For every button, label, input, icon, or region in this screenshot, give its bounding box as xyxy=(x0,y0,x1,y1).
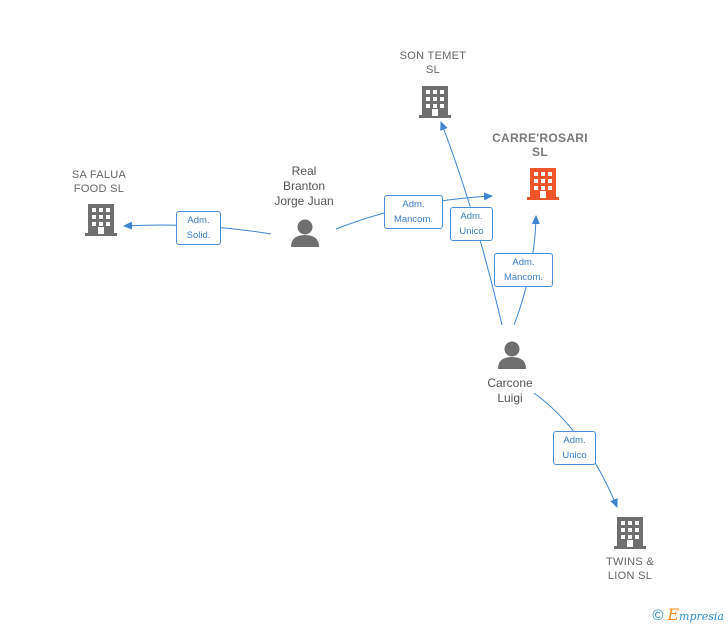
relation-label-adm-mancom-branton: Adm. Mancom. xyxy=(384,195,443,229)
brand-watermark: © Empresia xyxy=(652,605,724,624)
brand-logo-letter: E xyxy=(667,605,680,624)
person-icon-carcone[interactable] xyxy=(498,341,526,370)
person-label-real-branton[interactable]: Real Branton Jorge Juan xyxy=(274,164,334,208)
person-icon-real-branton[interactable] xyxy=(291,219,319,248)
building-icon-twins-lion[interactable] xyxy=(614,517,646,549)
relation-label-adm-unico-sontemet: Adm. Unico xyxy=(450,207,493,241)
relation-label-adm-unico-twins: Adm. Unico xyxy=(553,431,596,465)
building-icon-carre-rosari[interactable] xyxy=(527,168,559,200)
company-label-sa-falua[interactable]: SA FALUA FOOD SL xyxy=(71,169,127,195)
brand-logo-text: mpresia xyxy=(679,610,724,623)
company-label-twins-lion[interactable]: TWINS & LION SL xyxy=(606,556,654,582)
building-icon-sa-falua[interactable] xyxy=(85,204,117,236)
company-label-carre-rosari[interactable]: CARRE'ROSARI SL xyxy=(492,131,588,159)
relation-label-adm-mancom-carcone: Adm. Mancom. xyxy=(494,253,553,287)
relation-label-adm-solid: Adm. Solid. xyxy=(176,211,221,245)
copyright-icon: © xyxy=(652,607,664,624)
person-label-carcone[interactable]: Carcone Luigi xyxy=(487,376,533,405)
building-icon-son-temet[interactable] xyxy=(419,86,451,118)
company-label-son-temet[interactable]: SON TEMET SL xyxy=(399,50,467,76)
